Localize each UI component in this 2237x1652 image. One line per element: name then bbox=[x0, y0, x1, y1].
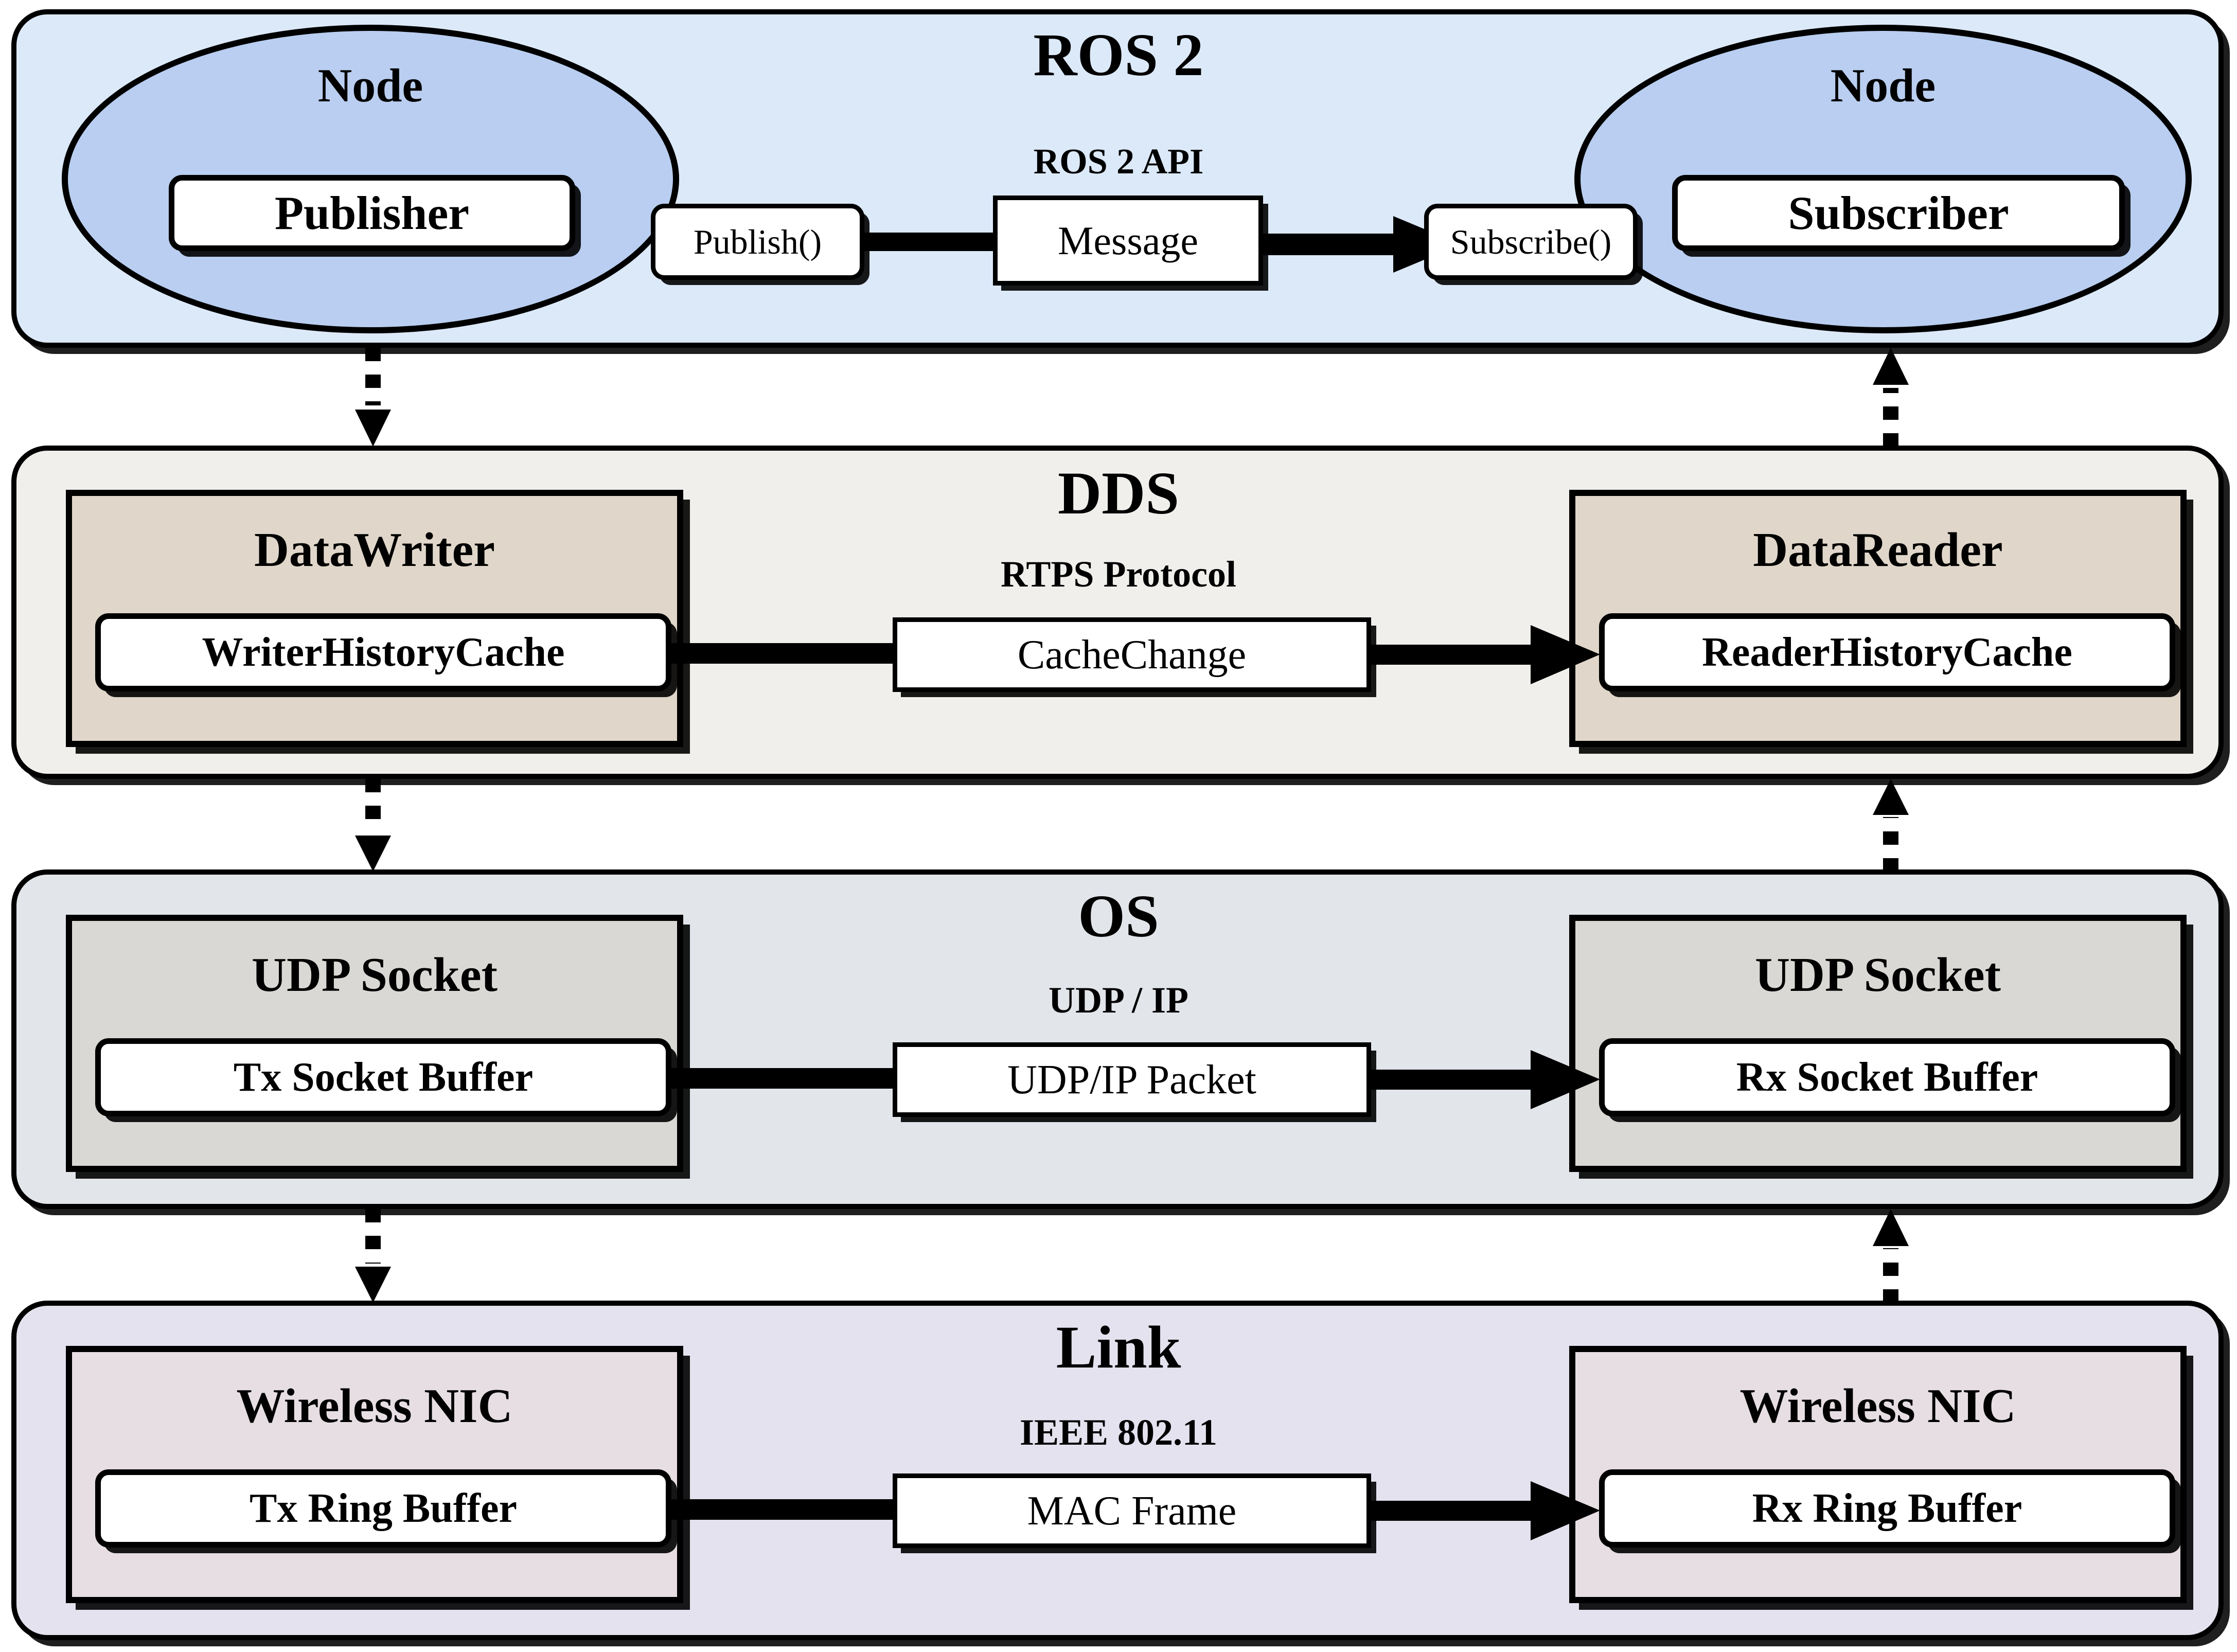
link-wireless-nic-tx-label: Wireless NIC bbox=[236, 1379, 513, 1433]
dds-writerhistorycache-label: WriterHistoryCache bbox=[202, 630, 565, 675]
dds-writerhistorycache-box[interactable]: WriterHistoryCache bbox=[95, 613, 671, 691]
os-tx-socket-buffer-label: Tx Socket Buffer bbox=[233, 1055, 534, 1100]
dds-readerhistorycache-box[interactable]: ReaderHistoryCache bbox=[1599, 613, 2175, 691]
link-rx-ring-buffer-label: Rx Ring Buffer bbox=[1752, 1486, 2022, 1531]
ros2-publisher-box[interactable]: Publisher bbox=[169, 175, 575, 251]
link-mac-frame-chip[interactable]: MAC Frame bbox=[893, 1473, 1371, 1548]
link-mac-frame-arrow bbox=[1363, 1481, 1600, 1540]
dds-connector-line-left bbox=[669, 643, 900, 664]
dds-cachechange-arrow bbox=[1363, 625, 1600, 684]
os-udp-socket-tx-label: UDP Socket bbox=[252, 948, 498, 1002]
connector-dds-to-ros2-up-icon bbox=[1873, 348, 1909, 447]
ros2-node-subscriber-label: Node bbox=[1830, 59, 1936, 112]
connector-ros2-to-dds-down-icon bbox=[355, 348, 391, 447]
link-tx-ring-buffer-box[interactable]: Tx Ring Buffer bbox=[95, 1469, 671, 1548]
os-rx-socket-buffer-box[interactable]: Rx Socket Buffer bbox=[1599, 1038, 2175, 1116]
layer-ros2-title: ROS 2 bbox=[1033, 21, 1204, 88]
ros2-subscriber-box[interactable]: Subscriber bbox=[1672, 175, 2125, 251]
ros2-subscriber-label: Subscriber bbox=[1788, 187, 2009, 239]
ros2-subscribe-chip[interactable]: Subscribe() bbox=[1424, 204, 1638, 280]
ros2-publish-chip[interactable]: Publish() bbox=[651, 204, 864, 280]
layer-link-protocol: IEEE 802.11 bbox=[1019, 1412, 1218, 1453]
dds-datawriter-label: DataWriter bbox=[254, 523, 495, 577]
link-tx-ring-buffer-label: Tx Ring Buffer bbox=[250, 1486, 517, 1531]
layer-ros2-protocol: ROS 2 API bbox=[1033, 142, 1204, 182]
connector-os-to-dds-up-icon bbox=[1873, 779, 1909, 872]
link-rx-ring-buffer-box[interactable]: Rx Ring Buffer bbox=[1599, 1469, 2175, 1548]
os-tx-socket-buffer-box[interactable]: Tx Socket Buffer bbox=[95, 1038, 671, 1116]
dds-cachechange-chip[interactable]: CacheChange bbox=[893, 617, 1371, 692]
ros2-publisher-label: Publisher bbox=[274, 187, 470, 239]
os-udp-ip-packet-arrow bbox=[1363, 1050, 1600, 1109]
os-udp-socket-rx-label: UDP Socket bbox=[1755, 948, 2001, 1002]
layer-link-title: Link bbox=[1056, 1313, 1181, 1381]
ros2-connector-line-left bbox=[854, 233, 998, 251]
ros2-message-label: Message bbox=[1058, 218, 1198, 263]
link-mac-frame-label: MAC Frame bbox=[1027, 1488, 1237, 1534]
connector-link-to-os-up-icon bbox=[1873, 1209, 1909, 1303]
os-udp-ip-packet-chip[interactable]: UDP/IP Packet bbox=[893, 1042, 1371, 1117]
connector-os-to-link-down-icon bbox=[355, 1209, 391, 1303]
dds-cachechange-label: CacheChange bbox=[1017, 632, 1247, 678]
link-wireless-nic-rx-label: Wireless NIC bbox=[1739, 1379, 2016, 1433]
ros2-message-arrow bbox=[1255, 216, 1461, 273]
os-rx-socket-buffer-label: Rx Socket Buffer bbox=[1736, 1055, 2038, 1100]
os-udp-ip-packet-label: UDP/IP Packet bbox=[1007, 1057, 1256, 1103]
dds-datareader-label: DataReader bbox=[1753, 523, 2003, 577]
layer-dds-title: DDS bbox=[1057, 459, 1180, 527]
link-connector-line-left bbox=[669, 1499, 900, 1520]
layer-os-title: OS bbox=[1078, 882, 1159, 950]
ros2-node-publisher-label: Node bbox=[317, 59, 423, 112]
layer-dds-protocol: RTPS Protocol bbox=[1000, 554, 1237, 595]
os-connector-line-left bbox=[669, 1068, 900, 1089]
connector-dds-to-os-down-icon bbox=[355, 779, 391, 872]
dds-readerhistorycache-label: ReaderHistoryCache bbox=[1702, 630, 2072, 675]
ros2-publish-label: Publish() bbox=[693, 222, 822, 261]
layer-os-protocol: UDP / IP bbox=[1048, 980, 1188, 1021]
ros2-message-chip[interactable]: Message bbox=[993, 196, 1263, 286]
ros2-subscribe-label: Subscribe() bbox=[1450, 222, 1612, 261]
